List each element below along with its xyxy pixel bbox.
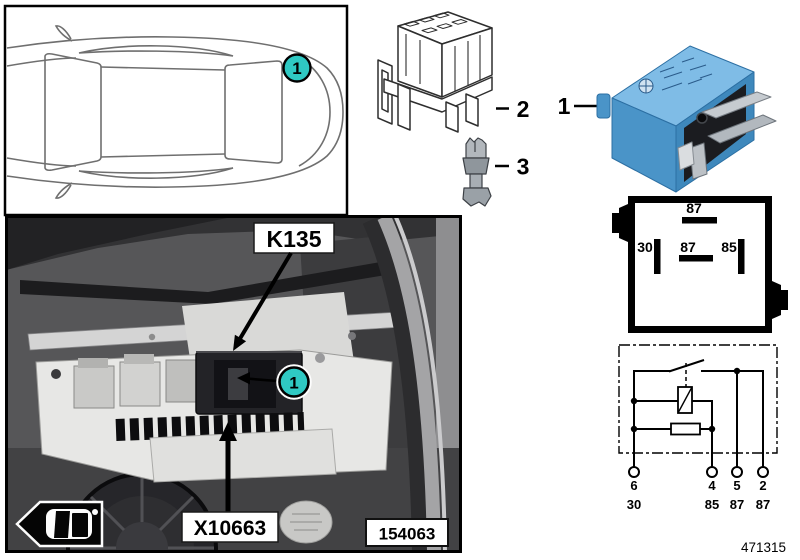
- pin-label-30: 30: [637, 239, 653, 255]
- relay-pin-diagram: 87 30 87 85: [612, 196, 788, 333]
- legend-item-3: 3: [495, 154, 529, 180]
- relay-terminal-blade: [707, 114, 777, 144]
- terminal-function: 30: [627, 497, 641, 512]
- terminal-function: 87: [756, 497, 770, 512]
- relay-circuit-schematic: 6 4 5 2 30 85 87 87: [618, 344, 778, 512]
- callout-circle: [278, 366, 310, 398]
- car-location-panel: 1: [3, 4, 349, 217]
- contact-pin-drawing: [462, 137, 492, 207]
- photo-frame: [5, 215, 462, 553]
- car-direction-icon: [15, 500, 104, 548]
- relay-mount-tab: [596, 93, 611, 119]
- pin-label-87-top: 87: [686, 200, 702, 216]
- callout-number: 1: [292, 59, 301, 78]
- terminal-pin-number: 5: [733, 478, 740, 493]
- label-x10663: X10663: [181, 511, 279, 543]
- trunk-photo: K135 1 X10663: [7, 218, 460, 550]
- label-photo-number: 154063: [365, 518, 449, 547]
- terminal-pin-number: 6: [630, 478, 637, 493]
- legend-item-1: 1: [558, 93, 598, 119]
- schematic-terminals: [628, 466, 769, 478]
- item-number-1: 1: [558, 93, 571, 119]
- resistor-symbol: [670, 422, 701, 436]
- arrow-k135: [233, 251, 293, 351]
- pin-label-85: 85: [721, 239, 737, 255]
- relay-top-markings: [659, 57, 713, 91]
- figure-number: 471315: [741, 540, 786, 555]
- callout-circle: [282, 53, 312, 83]
- terminal-function: 85: [705, 497, 719, 512]
- photo-callout: 1: [276, 364, 312, 400]
- terminal-pin-number: 2: [759, 478, 766, 493]
- car-panel-callout: 1: [282, 53, 312, 83]
- legend-item-2: 2: [496, 96, 529, 122]
- relay-terminal-blade: [701, 91, 772, 119]
- terminal-pin-number: 4: [708, 478, 716, 493]
- subwoofer-speaker: [66, 472, 218, 550]
- terminal-function: 87: [730, 497, 744, 512]
- label-k135: K135: [253, 222, 335, 254]
- trunk-photo-panel: K135 1 X10663: [5, 215, 462, 553]
- socket-top-slots: [403, 12, 468, 34]
- wheel-arch-trim: [362, 218, 447, 550]
- bmw-roundel-icon: [638, 78, 654, 94]
- connector-pin-row: [115, 412, 305, 441]
- relay-socket-drawing: [377, 11, 493, 133]
- item-number-2: 2: [517, 96, 530, 122]
- relay-drawing: [596, 45, 777, 193]
- schematic-boundary: [618, 344, 778, 454]
- round-sticker: [279, 500, 333, 544]
- relay-id-text: K135: [267, 226, 322, 252]
- callout-number: 1: [289, 374, 298, 393]
- arrow-x10663: [219, 422, 237, 512]
- photo-number-text: 154063: [379, 525, 436, 544]
- car-top-view-icon: [6, 25, 344, 199]
- pin-label-87-center: 87: [680, 239, 696, 255]
- connector-id-text: X10663: [194, 517, 266, 540]
- callout-arrow: [237, 372, 278, 385]
- item-number-3: 3: [517, 154, 530, 180]
